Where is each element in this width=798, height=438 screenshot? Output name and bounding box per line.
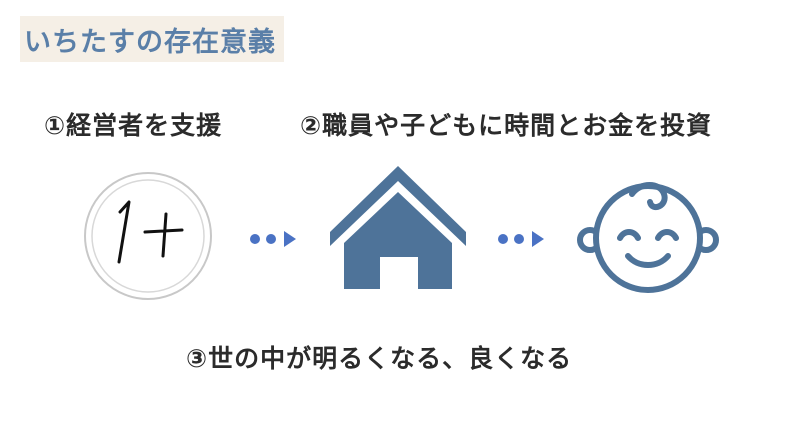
step-2-caption: ②職員や子どもに時間とお金を投資 xyxy=(300,111,713,140)
arrow-1-icon xyxy=(250,231,296,247)
one-plus-logo-icon xyxy=(84,172,212,300)
result-caption: ③世の中が明るくなる、良くなる xyxy=(186,344,573,373)
baby-face-icon xyxy=(577,182,719,293)
house-icon xyxy=(330,166,466,289)
step-1-caption: ①経営者を支援 xyxy=(44,111,223,140)
title-banner: いちたすの存在意義 xyxy=(20,16,284,62)
page-title: いちたすの存在意義 xyxy=(24,26,276,58)
arrow-2-icon xyxy=(498,231,544,247)
